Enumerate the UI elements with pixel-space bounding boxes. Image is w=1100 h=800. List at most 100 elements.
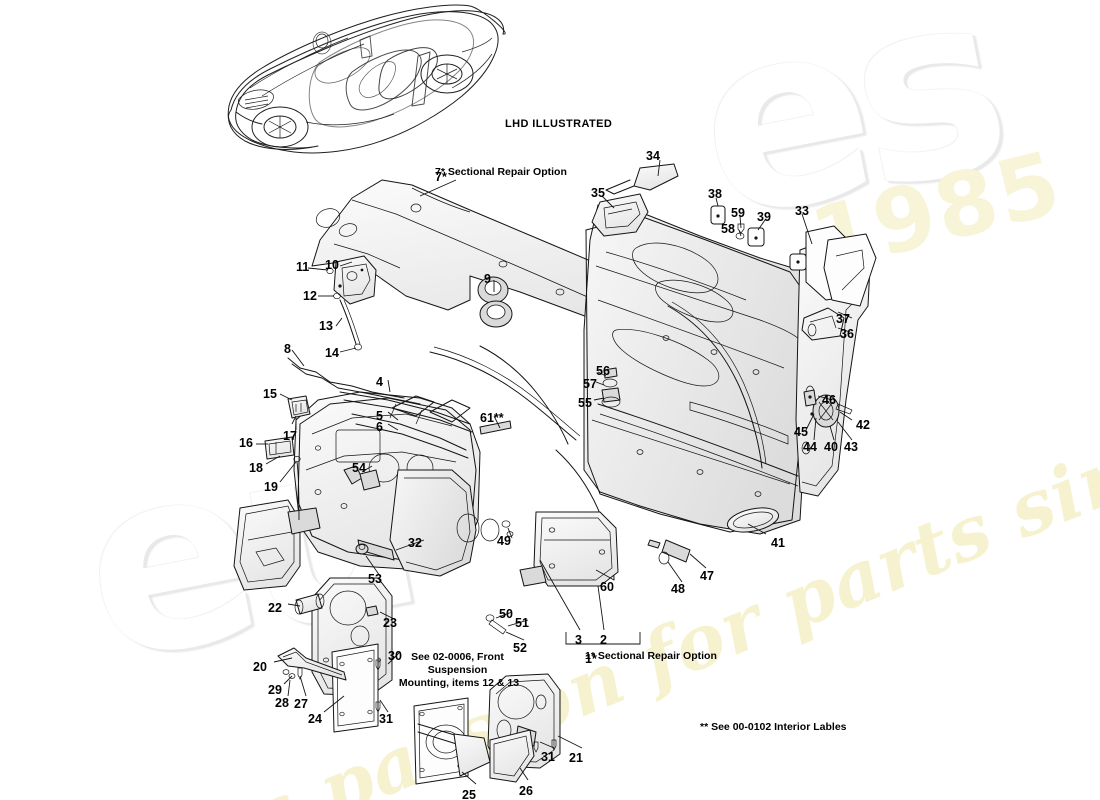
part-26-shield bbox=[489, 729, 535, 783]
callout-28: 28 bbox=[275, 696, 289, 710]
cable-a bbox=[429, 351, 577, 441]
part-34-blade bbox=[633, 163, 679, 191]
callout-39: 39 bbox=[757, 210, 771, 224]
part-37-panel bbox=[823, 233, 877, 307]
callout-35: 35 bbox=[591, 186, 605, 200]
caption-front-suspension-line2: Suspension bbox=[427, 664, 488, 676]
part-5-6-rail bbox=[351, 413, 467, 451]
callout-54: 54 bbox=[352, 461, 366, 475]
callout-24: 24 bbox=[308, 712, 322, 726]
callout-26: 26 bbox=[519, 784, 533, 798]
callout-50: 50 bbox=[499, 607, 513, 621]
part-12-fastener bbox=[333, 292, 341, 300]
part-9-bush bbox=[477, 276, 513, 328]
callout-4: 4 bbox=[376, 375, 383, 389]
cable-c bbox=[667, 305, 763, 469]
callout-58: 58 bbox=[721, 222, 735, 236]
callout-59: 59 bbox=[731, 206, 745, 220]
callout-13: 13 bbox=[319, 319, 333, 333]
callout-22: 22 bbox=[268, 601, 282, 615]
part-53-stud bbox=[355, 543, 369, 555]
callout-11: 11 bbox=[296, 260, 310, 274]
callout-15: 15 bbox=[263, 387, 277, 401]
callout-38: 38 bbox=[708, 187, 722, 201]
part-11-fastener bbox=[326, 268, 334, 274]
part-centre-floor bbox=[389, 469, 477, 577]
part-49-fitting bbox=[501, 520, 514, 537]
part-25-plate bbox=[413, 697, 469, 785]
part-13-rod bbox=[339, 299, 357, 345]
callout-45: 45 bbox=[794, 425, 808, 439]
part-10-bracket bbox=[333, 255, 377, 305]
part-50-51-52-fasteners bbox=[485, 614, 507, 635]
callout-47: 47 bbox=[700, 569, 714, 583]
caption-front-suspension-line1: See 02-0006, Front bbox=[411, 651, 504, 663]
callout-61: 61** bbox=[480, 411, 504, 425]
callout-5: 5 bbox=[376, 409, 383, 423]
part-left-outrigger bbox=[233, 499, 301, 591]
part-27-28-29-fasteners bbox=[282, 667, 303, 680]
callout-18: 18 bbox=[249, 461, 263, 475]
callout-44: 44 bbox=[803, 440, 817, 454]
callout-53: 53 bbox=[368, 572, 382, 586]
part-body-side-outer bbox=[583, 204, 813, 535]
callout-40: 40 bbox=[824, 440, 838, 454]
callout-32: 32 bbox=[408, 536, 422, 550]
part-4-rail bbox=[339, 391, 471, 425]
callout-43: 43 bbox=[844, 440, 858, 454]
callout-48: 48 bbox=[671, 582, 685, 596]
heading-lhd-illustrated: LHD ILLUSTRATED bbox=[505, 118, 613, 130]
callout-16: 16 bbox=[239, 436, 253, 450]
part-19-fastener bbox=[293, 456, 301, 462]
callout-41: 41 bbox=[771, 536, 785, 550]
part-31-clips-bottom bbox=[533, 739, 557, 753]
callout-34: 34 bbox=[646, 149, 660, 163]
callout-51: 51 bbox=[515, 616, 529, 630]
callout-52: 52 bbox=[513, 641, 527, 655]
part-15-bracket bbox=[287, 395, 311, 419]
callout-9: 9 bbox=[484, 272, 491, 286]
callout-7: 7* bbox=[435, 170, 447, 184]
part-16-bracket bbox=[264, 436, 295, 460]
part-58-59-fasteners bbox=[735, 223, 745, 240]
callout-29: 29 bbox=[268, 683, 282, 697]
callout-42: 42 bbox=[856, 418, 870, 432]
part-56-57-55-stack bbox=[601, 367, 621, 408]
part-42-pin bbox=[835, 403, 853, 415]
part-41-oval-plug bbox=[726, 507, 780, 533]
caption-sectional-repair-1: 1* Sectional Repair Option bbox=[585, 650, 717, 662]
caption-sectional-repair-7: 7* Sectional Repair Option bbox=[435, 166, 567, 178]
callout-37: 37 bbox=[836, 312, 850, 326]
callout-2: 2 bbox=[600, 633, 607, 647]
chassis-assembly bbox=[233, 163, 877, 785]
part-47-48-pins bbox=[647, 539, 691, 565]
callout-8: 8 bbox=[284, 342, 291, 356]
part-23-clip bbox=[365, 605, 379, 617]
part-36-bracket bbox=[801, 307, 845, 341]
callout-30: 30 bbox=[388, 649, 402, 663]
callout-10: 10 bbox=[325, 258, 339, 272]
part-14-fitting bbox=[354, 343, 362, 351]
note-interior-labels: ** See 00-0102 Interior Lables bbox=[700, 721, 847, 733]
callout-27: 27 bbox=[294, 697, 308, 711]
callout-20: 20 bbox=[253, 660, 267, 674]
callout-21: 21 bbox=[569, 751, 583, 765]
leader-lines bbox=[256, 159, 853, 785]
callout-49: 49 bbox=[497, 534, 511, 548]
part-24-plate bbox=[331, 643, 379, 733]
callout-31b: 31 bbox=[541, 750, 555, 764]
callout-60: 60 bbox=[600, 580, 614, 594]
callout-55: 55 bbox=[578, 396, 592, 410]
callout-17: 17 bbox=[283, 429, 297, 443]
callout-23: 23 bbox=[383, 616, 397, 630]
part-8-rail bbox=[287, 357, 405, 399]
part-39-bracket bbox=[747, 227, 765, 247]
callout-56: 56 bbox=[596, 364, 610, 378]
callout-19: 19 bbox=[264, 480, 278, 494]
callout-33: 33 bbox=[795, 204, 809, 218]
part-40-grommet bbox=[812, 394, 840, 428]
callout-6: 6 bbox=[376, 420, 383, 434]
part-46-45-44-clips bbox=[803, 389, 817, 416]
